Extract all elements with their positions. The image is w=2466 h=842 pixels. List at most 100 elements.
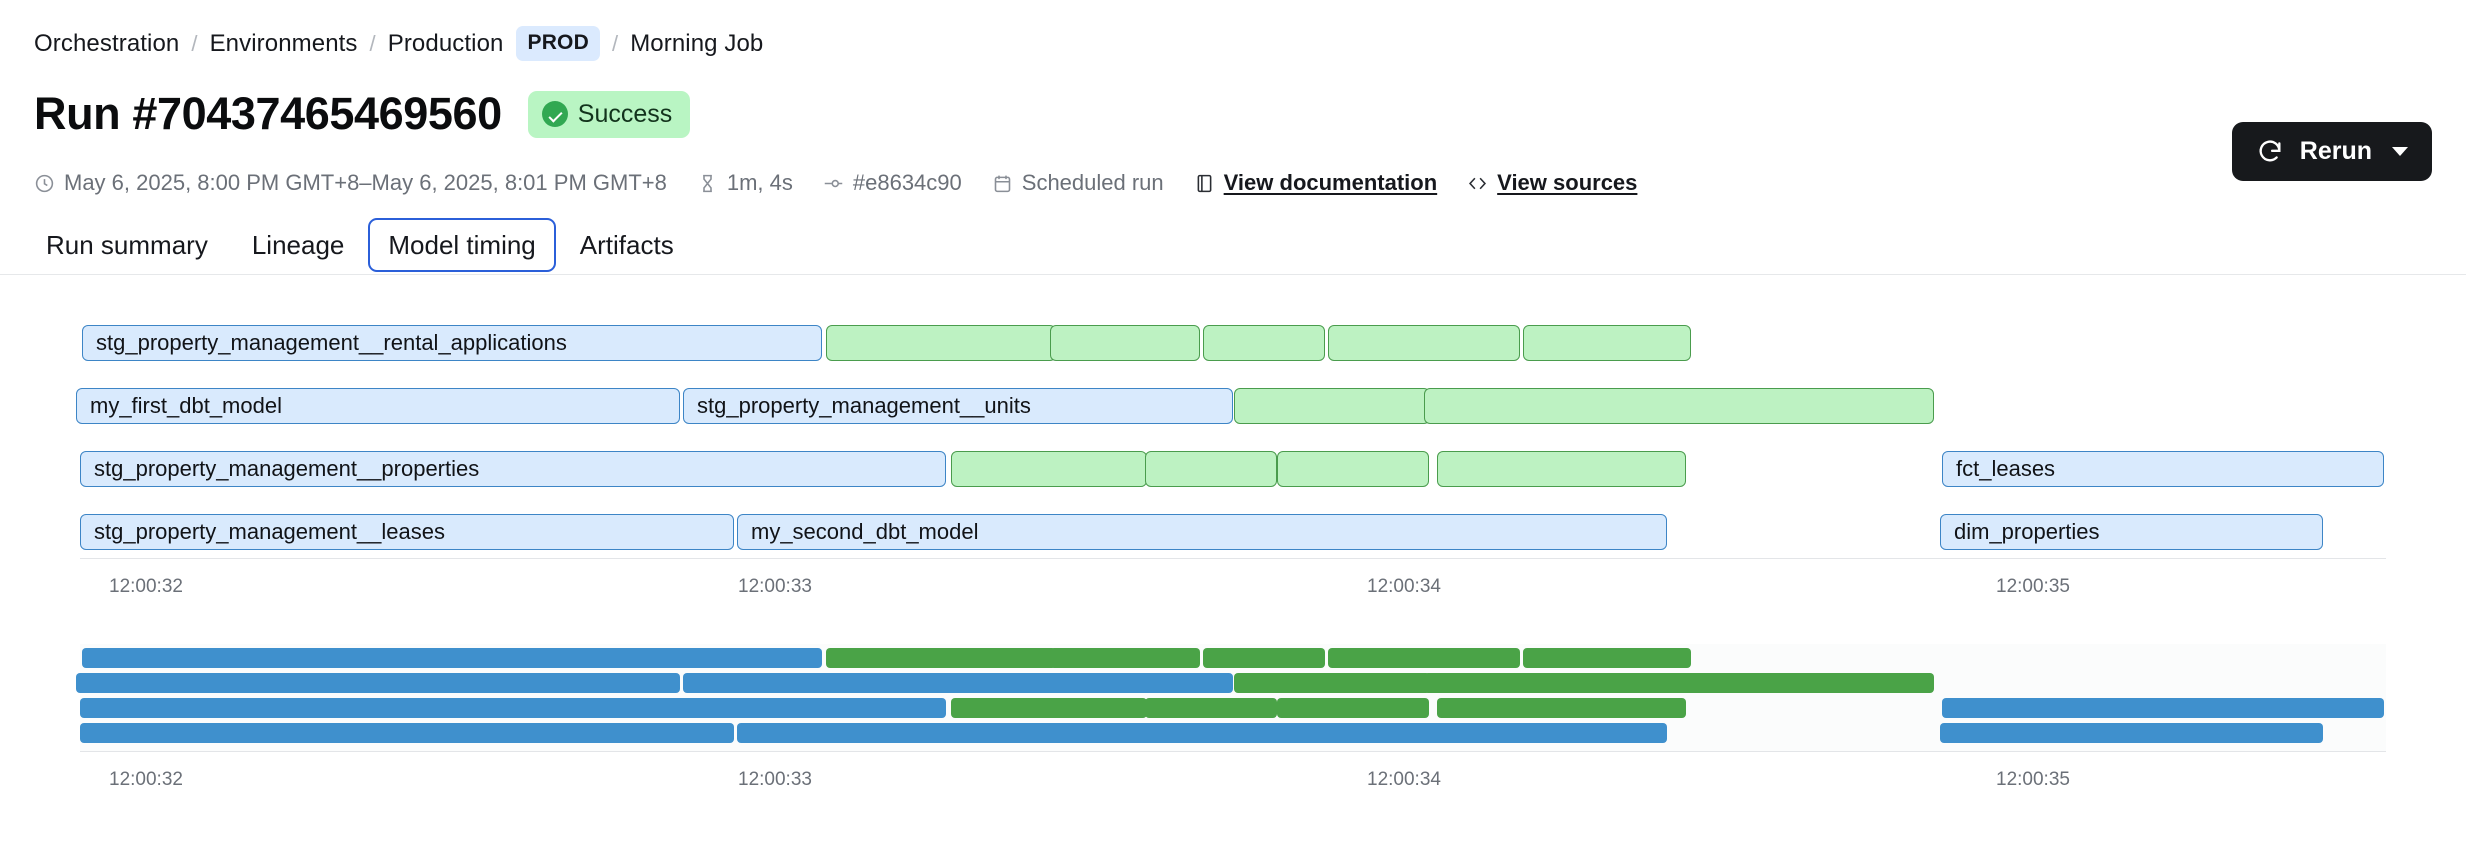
title-row: Run #70437465469560 Success bbox=[34, 88, 691, 140]
run-meta-row: May 6, 2025, 8:00 PM GMT+8–May 6, 2025, … bbox=[34, 170, 1667, 196]
gantt-bar-segment[interactable] bbox=[1203, 325, 1325, 361]
axis-tick-label: 12:00:34 bbox=[1367, 576, 1441, 597]
gantt-bar-segment[interactable] bbox=[82, 648, 822, 668]
gantt-bar-my_second_dbt_model[interactable]: my_second_dbt_model bbox=[737, 514, 1667, 550]
gantt-bar-segment[interactable] bbox=[1437, 698, 1686, 718]
meta-trigger-label: Scheduled run bbox=[1021, 170, 1164, 195]
gantt-bar-fct_leases[interactable]: fct_leases bbox=[1942, 451, 2384, 487]
gantt-bar-segment[interactable] bbox=[1203, 648, 1325, 668]
hourglass-icon bbox=[702, 174, 712, 192]
gantt-bar-stg_property_management__rental_applications[interactable]: stg_property_management__rental_applicat… bbox=[82, 325, 822, 361]
breadcrumb-item-production[interactable]: Production bbox=[387, 29, 504, 57]
tab-artifacts[interactable]: Artifacts bbox=[579, 230, 674, 260]
gantt-row bbox=[0, 673, 2466, 693]
gantt-bar-segment[interactable] bbox=[80, 723, 734, 743]
status-label: Success bbox=[577, 99, 673, 128]
gantt-bar-label: stg_property_management__rental_applicat… bbox=[96, 330, 567, 355]
gantt-bar-segment[interactable] bbox=[80, 698, 946, 718]
gantt-row: stg_property_management__properties fct_l… bbox=[0, 451, 2466, 491]
axis-tick-label: 12:00:32 bbox=[109, 769, 183, 790]
gantt-bar-segment[interactable] bbox=[1942, 698, 2384, 718]
view-documentation-link[interactable]: View documentation bbox=[1194, 170, 1438, 196]
axis-line bbox=[80, 751, 2386, 752]
breadcrumb-env-tag[interactable]: PROD bbox=[516, 26, 600, 61]
tab-bar: Run summary Lineage Model timing Artifacts bbox=[26, 218, 694, 272]
gantt-bar-segment[interactable] bbox=[1277, 451, 1429, 487]
gantt-bar-label: stg_property_management__properties bbox=[94, 456, 480, 481]
gantt-bar-stg_property_management__properties[interactable]: stg_property_management__properties bbox=[80, 451, 946, 487]
check-circle-icon bbox=[541, 101, 568, 127]
gantt-bar-segment[interactable] bbox=[737, 723, 1667, 743]
breadcrumb-item-morning-job[interactable]: Morning Job bbox=[630, 29, 764, 57]
gantt-bar-segment[interactable] bbox=[1940, 723, 2323, 743]
gantt-bar-label: fct_leases bbox=[1956, 456, 2056, 481]
gantt-bar-segment[interactable] bbox=[1050, 325, 1200, 361]
gantt-bar-segment[interactable] bbox=[826, 648, 1056, 668]
meta-duration: 1m, 4s bbox=[697, 170, 793, 196]
gantt-bar-segment[interactable] bbox=[1234, 388, 1430, 424]
breadcrumb-item-environments[interactable]: Environments bbox=[209, 29, 358, 57]
tab-run-summary[interactable]: Run summary bbox=[46, 230, 208, 260]
gantt-bar-segment[interactable] bbox=[1437, 451, 1686, 487]
gantt-bar-segment[interactable] bbox=[683, 673, 1233, 693]
gantt-bar-segment[interactable] bbox=[1277, 698, 1429, 718]
axis-line bbox=[80, 558, 2386, 559]
gantt-bar-segment[interactable] bbox=[1523, 325, 1691, 361]
rerun-button[interactable]: Rerun bbox=[2231, 122, 2432, 181]
gantt-bar-segment[interactable] bbox=[76, 673, 680, 693]
gantt-bar-segment[interactable] bbox=[1424, 673, 1934, 693]
chevron-down-icon bbox=[2392, 147, 2408, 156]
gantt-row bbox=[0, 648, 2466, 668]
gantt-bar-label: my_first_dbt_model bbox=[90, 393, 282, 418]
axis-tick-label: 12:00:35 bbox=[1996, 769, 2070, 790]
gantt-row bbox=[0, 723, 2466, 743]
commit-icon bbox=[824, 179, 843, 187]
view-sources-label: View sources bbox=[1497, 170, 1638, 195]
gantt-row: stg_property_management__rental_applicat… bbox=[0, 325, 2466, 365]
axis-tick-label: 12:00:33 bbox=[738, 769, 812, 790]
view-sources-link[interactable]: View sources bbox=[1467, 170, 1637, 196]
gantt-bar-stg_property_management__leases[interactable]: stg_property_management__leases bbox=[80, 514, 734, 550]
breadcrumb-separator: / bbox=[369, 30, 376, 56]
gantt-bar-stg_property_management__units[interactable]: stg_property_management__units bbox=[683, 388, 1233, 424]
meta-timerange: May 6, 2025, 8:00 PM GMT+8–May 6, 2025, … bbox=[34, 170, 667, 196]
gantt-bar-segment[interactable] bbox=[1234, 673, 1430, 693]
gantt-bar-segment[interactable] bbox=[1328, 648, 1520, 668]
book-icon bbox=[1197, 174, 1212, 192]
gantt-bar-dim_properties[interactable]: dim_properties bbox=[1940, 514, 2323, 550]
axis-tick-label: 12:00:33 bbox=[738, 576, 812, 597]
gantt-bar-segment[interactable] bbox=[951, 698, 1147, 718]
meta-duration-label: 1m, 4s bbox=[726, 170, 793, 195]
gantt-bar-segment[interactable] bbox=[1328, 325, 1520, 361]
breadcrumb-item-orchestration[interactable]: Orchestration bbox=[34, 29, 180, 57]
gantt-bar-segment[interactable] bbox=[1523, 648, 1691, 668]
axis-tick-label: 12:00:34 bbox=[1367, 769, 1441, 790]
meta-timerange-label: May 6, 2025, 8:00 PM GMT+8–May 6, 2025, … bbox=[64, 170, 667, 195]
gantt-row bbox=[0, 698, 2466, 718]
gantt-bar-segment[interactable] bbox=[1145, 698, 1277, 718]
gantt-bar-label: stg_property_management__units bbox=[697, 393, 1031, 418]
gantt-bar-label: stg_property_management__leases bbox=[94, 519, 446, 544]
gantt-rows bbox=[0, 648, 2466, 743]
clock-icon bbox=[35, 174, 54, 192]
code-icon bbox=[1469, 177, 1487, 189]
model-timing-chart-compact: 12:00:32 12:00:33 12:00:34 12:00:35 bbox=[0, 644, 2466, 790]
gantt-bar-segment[interactable] bbox=[1424, 388, 1934, 424]
gantt-bar-segment[interactable] bbox=[1050, 648, 1200, 668]
gantt-bar-segment[interactable] bbox=[1145, 451, 1277, 487]
gantt-row: stg_property_management__leases my_second… bbox=[0, 514, 2466, 554]
gantt-bar-my_first_dbt_model[interactable]: my_first_dbt_model bbox=[76, 388, 680, 424]
gantt-bar-label: dim_properties bbox=[1954, 519, 2100, 544]
tab-underline bbox=[0, 274, 2466, 275]
tab-lineage[interactable]: Lineage bbox=[251, 230, 345, 260]
page-title: Run #70437465469560 bbox=[34, 88, 502, 139]
axis-tick-label: 12:00:32 bbox=[109, 576, 183, 597]
gantt-bar-segment[interactable] bbox=[951, 451, 1147, 487]
gantt-bar-segment[interactable] bbox=[826, 325, 1056, 361]
tab-model-timing[interactable]: Model timing bbox=[368, 218, 556, 272]
meta-trigger: Scheduled run bbox=[992, 170, 1164, 196]
rerun-label: Rerun bbox=[2299, 137, 2372, 165]
gantt-bar-label: my_second_dbt_model bbox=[751, 519, 979, 544]
view-documentation-label: View documentation bbox=[1223, 170, 1438, 195]
